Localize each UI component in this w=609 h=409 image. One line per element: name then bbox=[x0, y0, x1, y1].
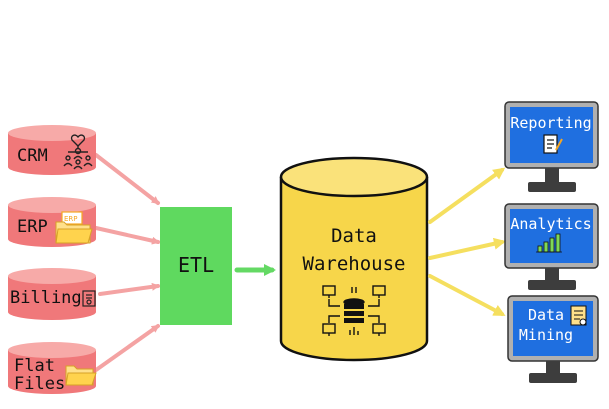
invoice-icon bbox=[82, 290, 96, 307]
etl-label: ETL bbox=[178, 253, 214, 277]
arrow-warehouse-to-analytics bbox=[428, 237, 506, 260]
etl-rect bbox=[160, 207, 232, 325]
svg-text:ERP: ERP bbox=[64, 215, 78, 223]
source-label: Billing bbox=[10, 288, 82, 308]
source-cylinder-top bbox=[8, 197, 96, 213]
source-erp: ERP ERP bbox=[8, 197, 96, 247]
warehouse-label-line-1: Data bbox=[331, 225, 377, 247]
erp-folder-icon: ERP bbox=[55, 211, 93, 244]
source-cylinder bbox=[8, 133, 96, 175]
data-mining-document-icon bbox=[570, 305, 587, 326]
source-cylinder-top bbox=[8, 342, 96, 358]
source-label-line-2: Files bbox=[14, 374, 65, 394]
monitor-neck bbox=[545, 268, 559, 280]
monitor-label-line-1: Data bbox=[528, 306, 564, 324]
arrow-erp-to-etl bbox=[94, 226, 160, 245]
output-data-mining: Data Mining bbox=[507, 295, 599, 383]
monitor-neck bbox=[546, 361, 560, 373]
monitor-base bbox=[529, 373, 577, 383]
monitor-label: Reporting bbox=[510, 114, 591, 132]
warehouse-label-line-2: Warehouse bbox=[303, 253, 406, 275]
monitor-label: Analytics bbox=[510, 215, 591, 233]
arrow-billing-to-etl bbox=[98, 282, 160, 296]
output-reporting: Reporting bbox=[504, 101, 599, 192]
source-label-line-1: Flat bbox=[14, 356, 55, 376]
monitor-neck bbox=[545, 168, 559, 182]
arrow-flatfiles-to-etl bbox=[94, 324, 160, 372]
warehouse-cylinder bbox=[279, 177, 429, 362]
arrow-crm-to-etl bbox=[94, 153, 160, 205]
org-chart-icon bbox=[63, 134, 93, 170]
source-crm: CRM bbox=[8, 125, 96, 175]
source-cylinder-top bbox=[8, 268, 96, 284]
output-arrows bbox=[428, 167, 506, 316]
source-cylinder bbox=[8, 276, 96, 320]
source-label: CRM bbox=[17, 146, 48, 166]
report-clipboard-icon bbox=[543, 134, 563, 154]
etl-box: ETL bbox=[160, 207, 232, 325]
folder-icon bbox=[65, 365, 97, 386]
source-billing: Billing bbox=[8, 268, 96, 320]
source-cylinder-top bbox=[8, 125, 96, 141]
data-warehouse: Data Warehouse bbox=[279, 156, 429, 362]
arrow-warehouse-to-datamining bbox=[428, 274, 506, 316]
warehouse-cylinder-top bbox=[279, 156, 429, 198]
source-flat-files: Flat Files bbox=[8, 342, 97, 394]
monitor-screen bbox=[510, 209, 593, 263]
database-network-icon bbox=[322, 285, 386, 336]
arrow-warehouse-to-reporting bbox=[428, 167, 506, 224]
bar-chart-icon bbox=[536, 233, 562, 253]
monitor-label-line-2: Mining bbox=[519, 326, 573, 344]
source-arrows bbox=[94, 153, 160, 372]
monitor-base bbox=[528, 182, 576, 192]
source-label: ERP bbox=[17, 217, 48, 237]
output-analytics: Analytics bbox=[504, 203, 599, 290]
monitor-base bbox=[528, 280, 576, 290]
